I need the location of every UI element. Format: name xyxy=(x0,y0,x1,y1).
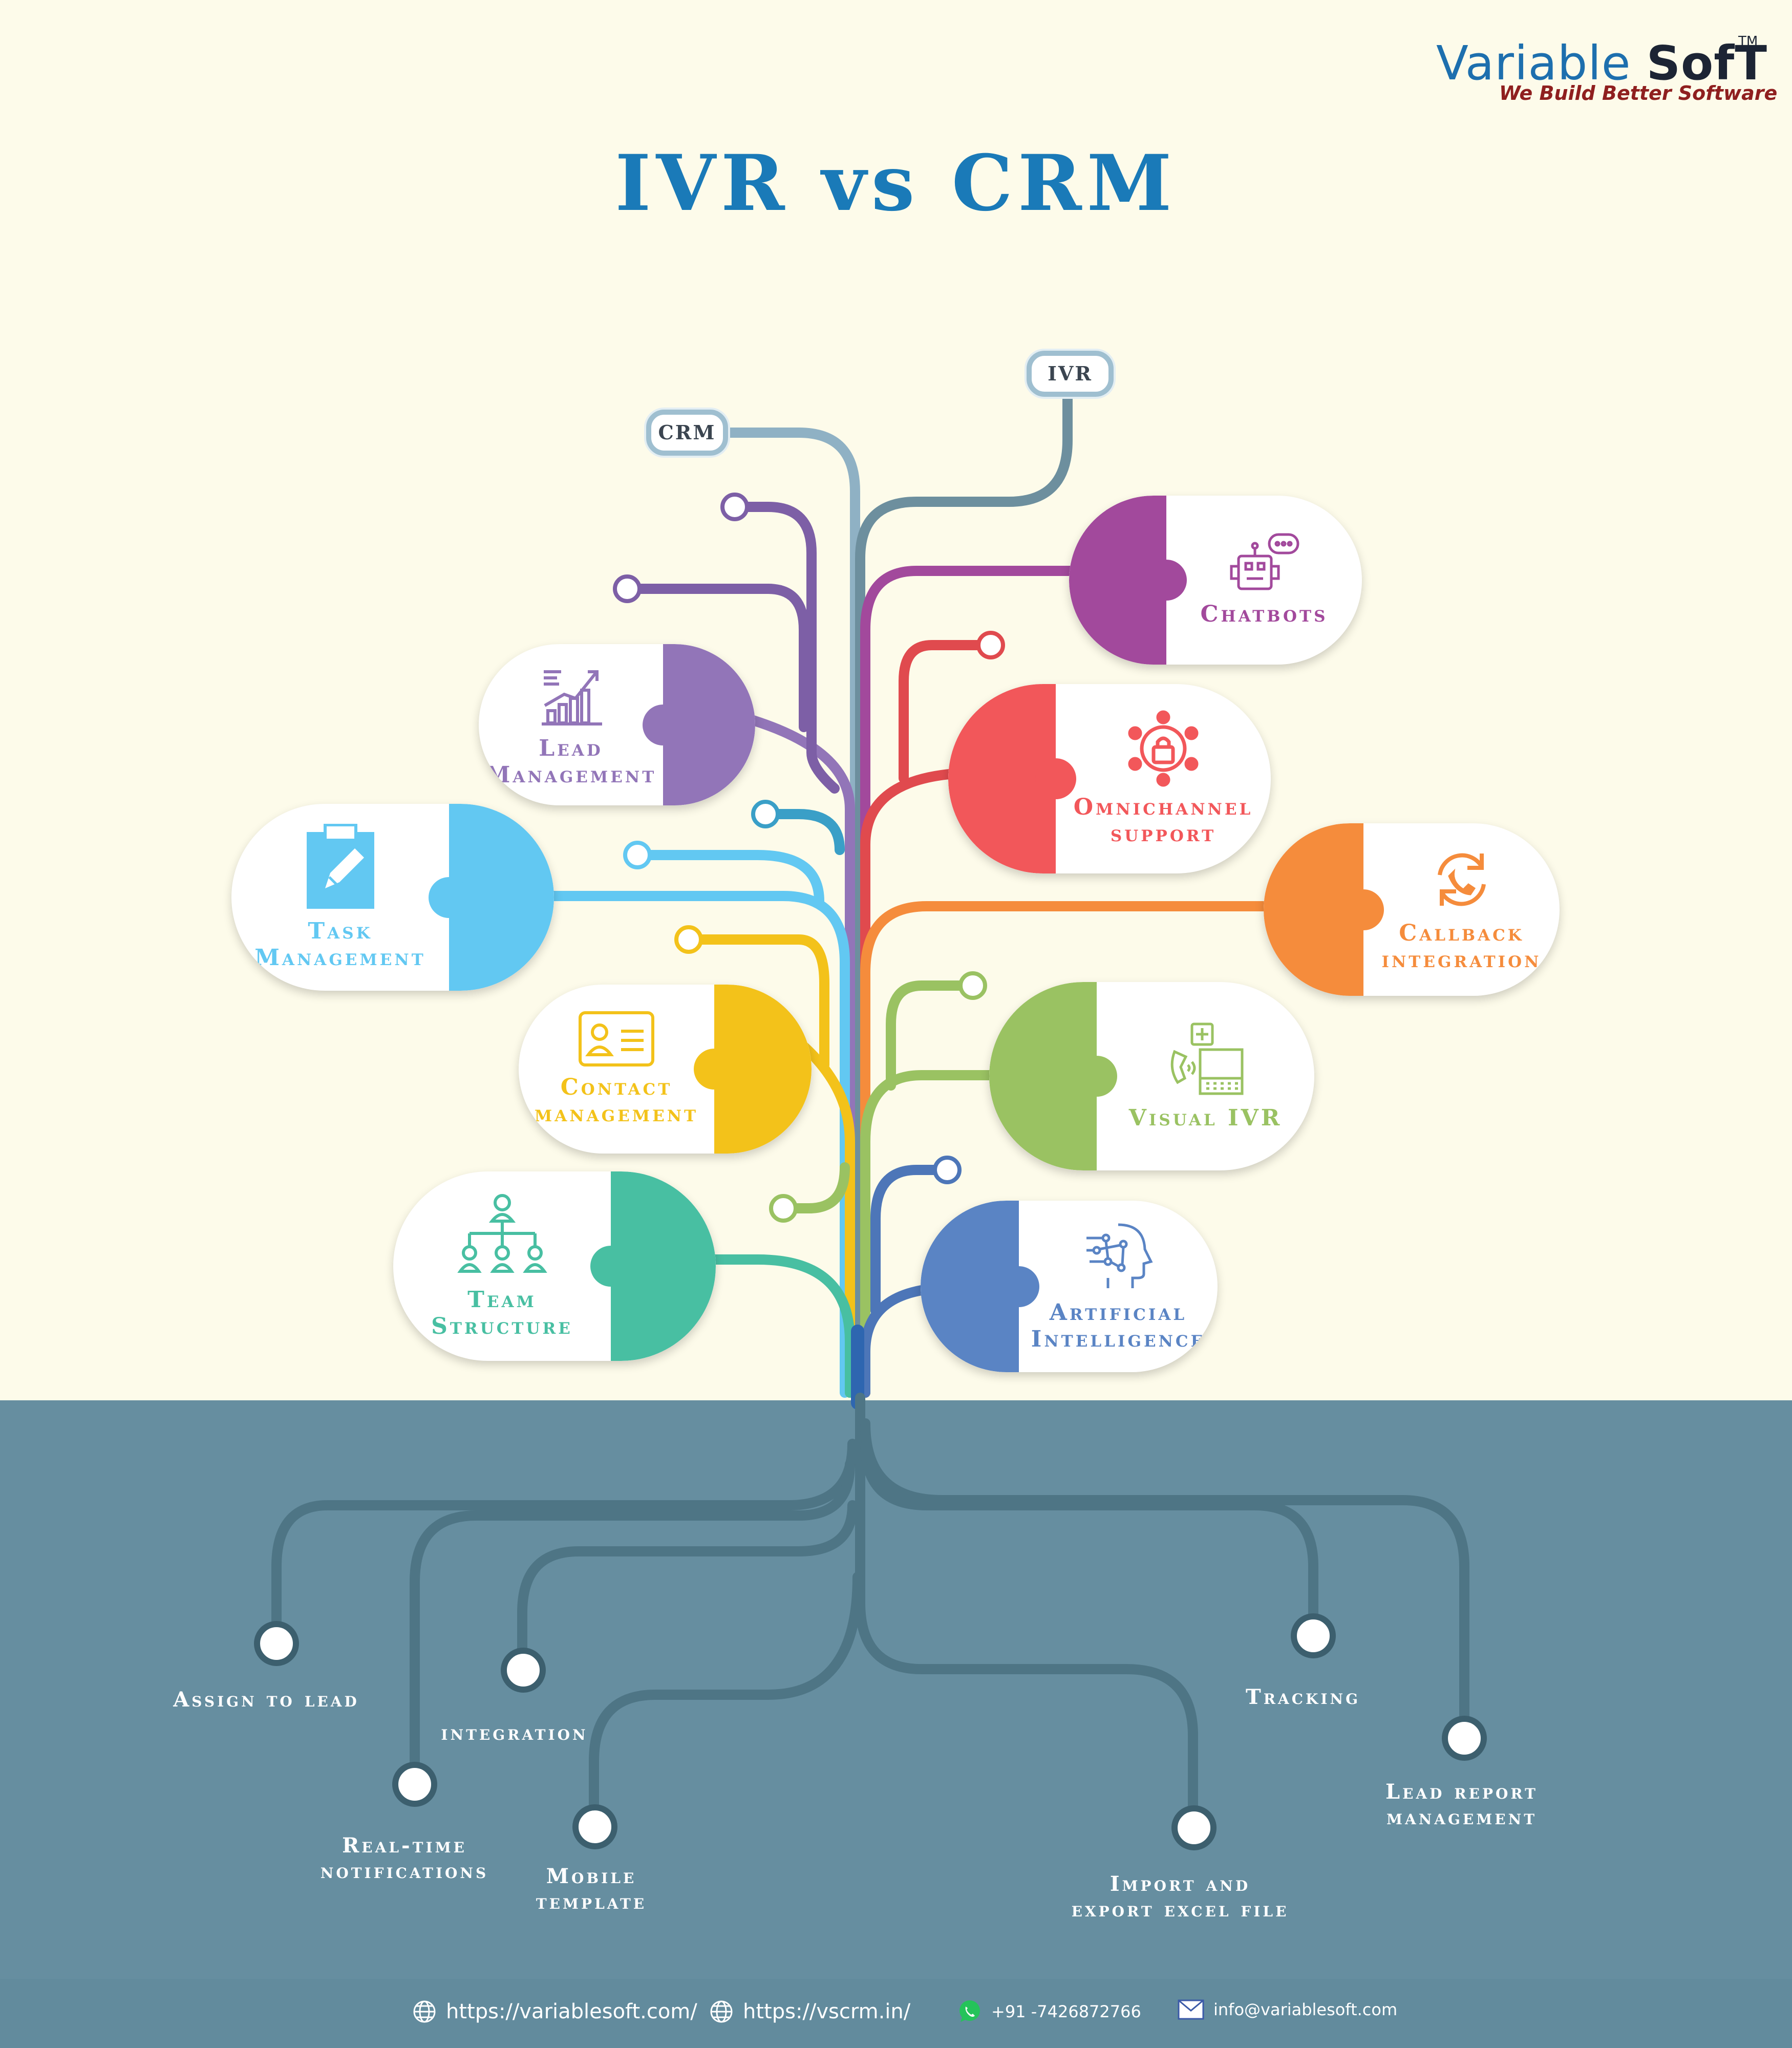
trademark: TM xyxy=(1738,34,1758,49)
ai-head-icon xyxy=(1086,1223,1153,1288)
team-structure-branch xyxy=(707,1254,855,1398)
page-title: IVR vs CRM xyxy=(615,138,1177,228)
card-omnichannel: Omnichannel support xyxy=(948,684,1271,873)
label-chatbots: Chatbots xyxy=(1200,601,1328,627)
card-contact-management: Contact management xyxy=(519,985,812,1154)
omnichannel-branch xyxy=(860,768,968,1398)
contact-management-branch xyxy=(794,1037,855,1398)
contact-card-icon xyxy=(579,1011,654,1066)
root-trunk xyxy=(855,1393,1198,1823)
visual-ivr-icon xyxy=(1170,1022,1243,1095)
root-integration xyxy=(517,1500,858,1674)
lead-management-branch xyxy=(717,707,855,1398)
card-chatbots: Chatbots xyxy=(1069,496,1362,665)
root-label-lead-report-management: Lead report management xyxy=(1385,1780,1539,1829)
card-visual-ivr: Visual IVR xyxy=(989,982,1314,1170)
footer-phone-number[interactable]: +91 -7426872766 xyxy=(991,2002,1141,2021)
label-team-structure: Team Structure xyxy=(431,1287,573,1339)
brand-name-primary: Variable xyxy=(1436,36,1631,91)
root-realtime xyxy=(410,1459,855,1787)
brand-tagline: We Build Better Software xyxy=(1499,82,1778,104)
callback-branch xyxy=(860,901,1275,1398)
footer-website[interactable]: https://variablesoft.com/ xyxy=(412,1999,697,2024)
ivr-tag-branch xyxy=(855,389,1073,1398)
refresh-phone-icon xyxy=(1437,853,1486,906)
task-management-branch xyxy=(548,891,850,1398)
growth-chart-icon xyxy=(542,670,602,726)
root-mobile xyxy=(589,1572,863,1833)
ivr-tag: IVR xyxy=(1027,351,1114,397)
footer-email[interactable]: info@variablesoft.com xyxy=(1178,1999,1397,2020)
label-lead-management: Lead Management xyxy=(485,735,657,788)
footer-website-link[interactable]: https://variablesoft.com/ xyxy=(446,2000,697,2023)
footer-phone[interactable]: +91 -7426872766 xyxy=(957,1999,1141,2024)
brand-name-secondary: SofT xyxy=(1646,36,1767,91)
label-task-management: Task Management xyxy=(254,918,426,971)
root-assign xyxy=(271,1439,858,1649)
root-lead-report xyxy=(860,1418,1469,1741)
globe-icon xyxy=(710,2000,733,2023)
label-artificial-intelligence: Artificial Intelligence xyxy=(1031,1299,1206,1352)
root-tracking xyxy=(860,1439,1318,1638)
label-visual-ivr: Visual IVR xyxy=(1128,1105,1283,1131)
robot-chat-icon xyxy=(1230,533,1299,590)
root-label-tracking: Tracking xyxy=(1246,1685,1360,1709)
root-label-mobile-template: Mobile template xyxy=(536,1864,647,1914)
label-contact-management: Contact management xyxy=(534,1074,699,1127)
root-label-assign-to-lead: Assign to lead xyxy=(173,1688,359,1712)
card-task-management: Task Management xyxy=(231,804,554,991)
label-callback-integration: Callback integration xyxy=(1381,920,1542,973)
footer-band xyxy=(0,1979,1792,2048)
card-lead-management: Lead Management xyxy=(479,644,755,805)
root-label-integration: integration xyxy=(441,1721,588,1745)
crm-tag: CRM xyxy=(646,410,728,456)
footer-email-address[interactable]: info@variablesoft.com xyxy=(1213,2000,1398,2019)
card-callback-integration: Callback integration xyxy=(1264,823,1560,996)
tree-diagram xyxy=(254,389,1487,1850)
chatbots-branch xyxy=(860,566,1091,1398)
globe-icon xyxy=(413,2000,436,2023)
crm-tag-branch xyxy=(712,428,860,1398)
footer-crm-site[interactable]: https://vscrm.in/ xyxy=(709,1999,910,2024)
clipboard-pencil-icon xyxy=(306,823,374,909)
label-omnichannel: Omnichannel support xyxy=(1073,794,1253,847)
card-artificial-intelligence: Artificial Intelligence xyxy=(921,1201,1218,1372)
brand-logo: Variable SofT TM We Build Better Softwar… xyxy=(1428,31,1777,113)
mail-icon xyxy=(1178,1999,1204,2020)
org-chart-icon xyxy=(457,1194,547,1273)
root-label-real-time-notifications: Real-time notifications xyxy=(320,1833,489,1883)
card-team-structure: Team Structure xyxy=(393,1171,716,1361)
footer-crm-site-link[interactable]: https://vscrm.in/ xyxy=(743,2000,911,2023)
visual-ivr-branch xyxy=(860,1070,1019,1398)
root-label-import-export-excel: Import and export excel file xyxy=(1071,1872,1289,1922)
network-lock-icon xyxy=(1128,710,1199,787)
whatsapp-icon xyxy=(959,2000,980,2022)
